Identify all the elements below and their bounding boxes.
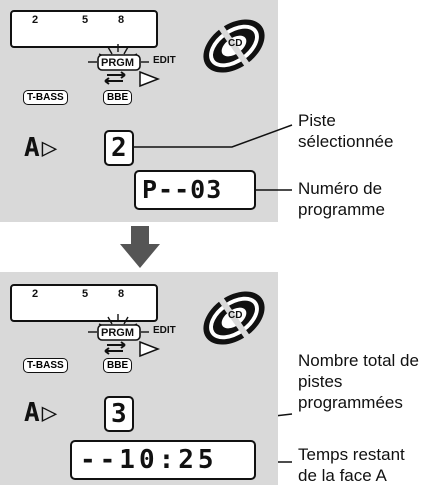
large-time-display: --10:25 <box>70 440 256 480</box>
small-track-display: 2 <box>104 130 134 166</box>
remaining-time-value: --10:25 <box>80 445 218 475</box>
cd-disc-icon <box>203 19 265 73</box>
bbe-badge: BBE <box>103 90 133 105</box>
callout-total-tracks: Nombre total de pistes programmées <box>298 351 419 412</box>
side-indicator: A▷ <box>24 133 60 163</box>
track-number: 2 <box>32 288 39 300</box>
callout-remaining-time: Temps restant de la face A <box>298 445 405 485</box>
track-number: 8 <box>118 14 125 26</box>
cd-label: CD <box>228 38 243 49</box>
track-number: 8 <box>118 288 125 300</box>
cd-label: CD <box>228 310 243 321</box>
small-track-display: 3 <box>104 396 134 432</box>
bbe-badge: BBE <box>103 358 133 373</box>
large-program-display: P--03 <box>134 170 256 210</box>
track-number: 2 <box>32 14 39 26</box>
tbass-badge: T-BASS <box>23 90 68 105</box>
edit-label: EDIT <box>153 55 176 66</box>
track-number: 5 <box>82 288 89 300</box>
track-calendar-box: 2 5 8 <box>10 10 158 48</box>
callout-selected-track: Piste sélectionnée <box>298 111 394 151</box>
down-arrow <box>120 226 160 268</box>
prgm-label: PRGM <box>101 57 134 69</box>
track-calendar-box: 2 5 8 <box>10 284 158 322</box>
edit-label: EDIT <box>153 325 176 336</box>
side-indicator: A▷ <box>24 398 60 428</box>
total-tracks-value: 3 <box>111 399 127 429</box>
callout-program-number: Numéro de programme <box>298 179 385 219</box>
selected-track-value: 2 <box>111 133 127 163</box>
prgm-indicator-graphic <box>88 44 161 88</box>
prgm-label: PRGM <box>101 327 134 339</box>
program-number-value: P--03 <box>142 175 223 204</box>
prgm-indicator-graphic <box>88 314 161 358</box>
cd-disc-icon <box>203 291 265 345</box>
tbass-badge: T-BASS <box>23 358 68 373</box>
track-number: 5 <box>82 14 89 26</box>
